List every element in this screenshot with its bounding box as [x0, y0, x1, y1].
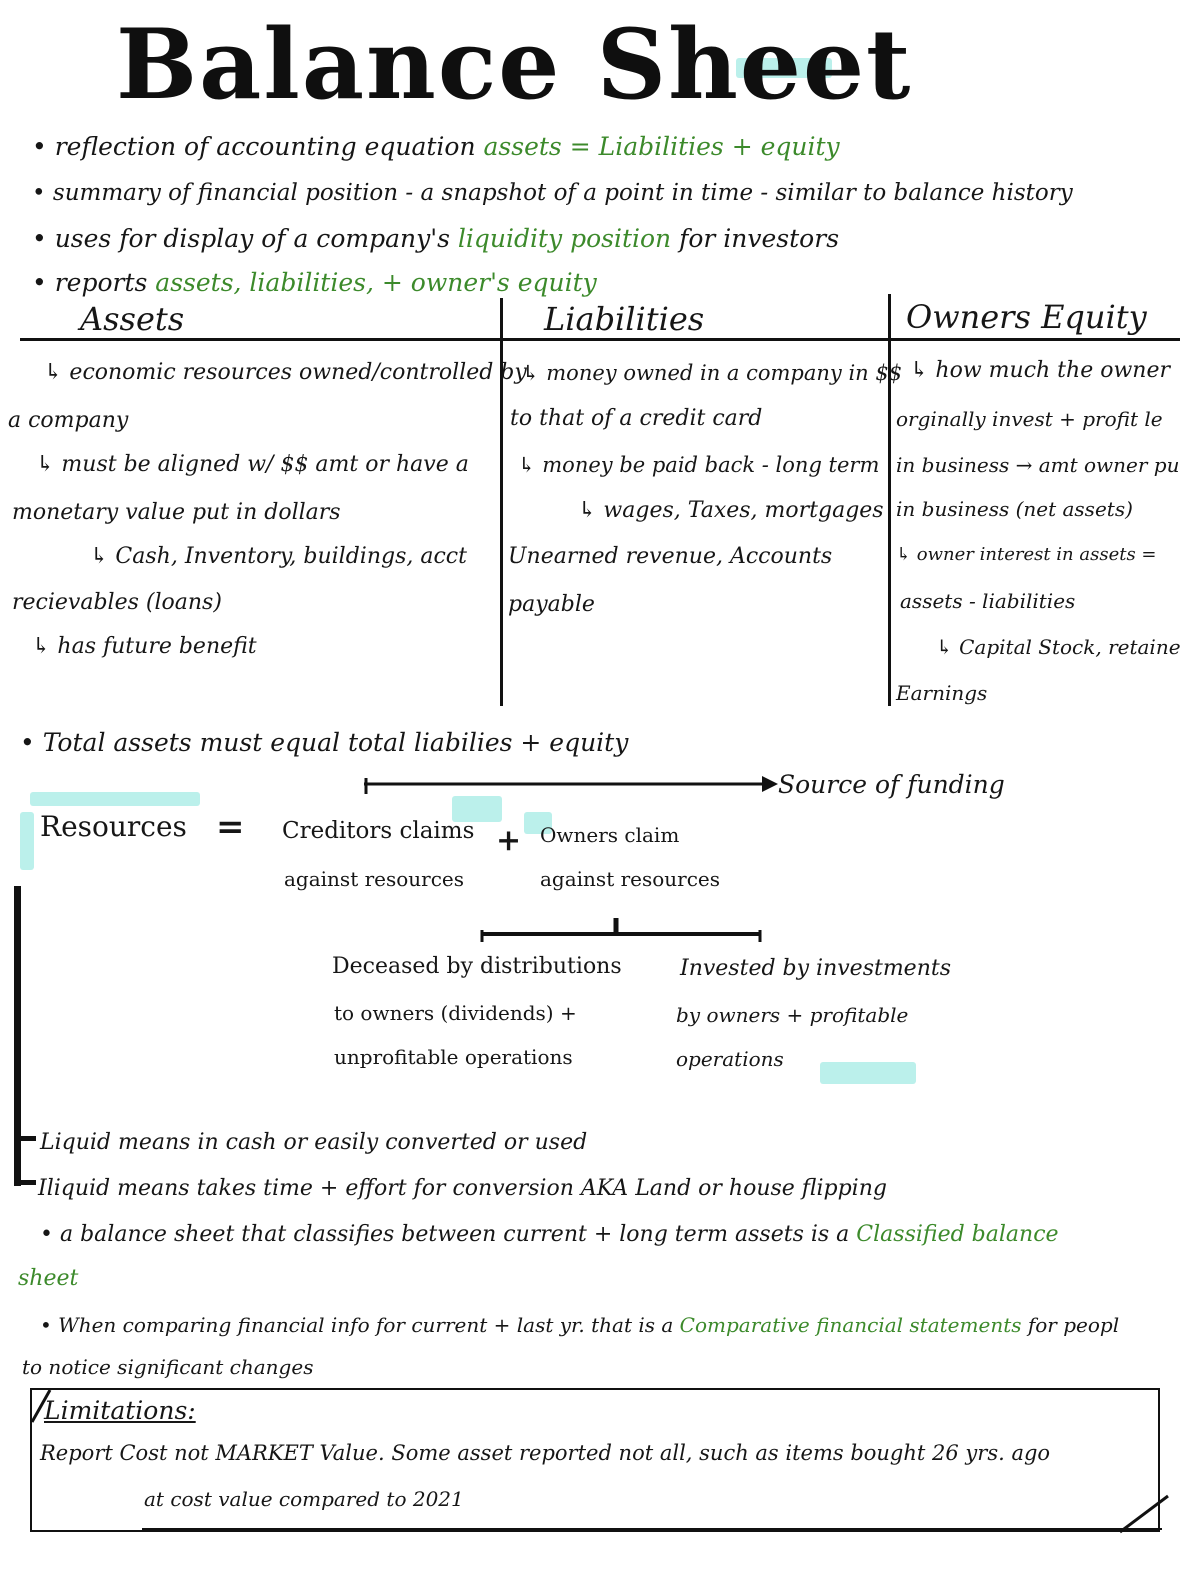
- bullet-highlight: assets, liabilities, + owner's equity: [155, 268, 597, 297]
- liabilities-line: ↳ money be paid back - long term: [518, 453, 880, 477]
- decreased-line: Deceased by distributions: [332, 954, 622, 979]
- highlighter-mark: [452, 796, 502, 822]
- intro-bullet: • reflection of accounting equation asse…: [32, 132, 840, 161]
- funding-label: Source of funding: [778, 770, 1005, 799]
- decreased-line: unprofitable operations: [334, 1045, 573, 1069]
- intro-bullet: • uses for display of a company's liquid…: [32, 224, 840, 253]
- branch-bracket: [480, 918, 762, 942]
- owners-claim: Owners claim: [540, 823, 680, 847]
- plus-sign: +: [496, 823, 522, 858]
- column-divider: [888, 294, 891, 706]
- liquid-note: Liquid means in cash or easily converted…: [40, 1130, 588, 1155]
- table-header-rule: [20, 338, 1180, 341]
- bullet-text: uses for display of a company's: [54, 224, 450, 253]
- limitations-heading: Limitations:: [44, 1396, 196, 1425]
- highlighter-mark: [20, 812, 34, 870]
- comparative-line2: to notice significant changes: [22, 1355, 314, 1379]
- bullet-text: for investors: [679, 224, 840, 253]
- liquidity-bracket-tick: [14, 1136, 36, 1141]
- assets-line: a company: [8, 408, 129, 433]
- liabilities-line: to that of a credit card: [510, 406, 763, 431]
- liabilities-line: ↳ money owned in a company in $$: [522, 361, 903, 385]
- comparative-text: When comparing financial info for curren…: [58, 1313, 674, 1337]
- page-title: Balance Sheet: [116, 8, 913, 121]
- box-corner-slash: [1119, 1494, 1169, 1534]
- column-divider: [500, 298, 503, 706]
- equity-line: Earnings: [896, 681, 988, 705]
- decreased-line: to owners (dividends) +: [334, 1001, 577, 1025]
- box-corner-slash: [30, 1389, 52, 1423]
- assets-heading: Assets: [80, 300, 185, 338]
- total-note-text: Total assets must equal total liabilies …: [42, 728, 629, 757]
- bullet-text: summary of financial position - a snapsh…: [52, 180, 1073, 206]
- equity-heading: Owners Equity: [906, 298, 1147, 336]
- creditors-claims-line2: against resources: [284, 867, 465, 891]
- highlighter-mark: [524, 812, 552, 834]
- assets-line: recievables (loans): [12, 590, 222, 615]
- creditors-claims: Creditors claims: [282, 818, 475, 844]
- comparative-text-after: for peopl: [1027, 1313, 1120, 1337]
- bullet-highlight: assets = Liabilities + equity: [483, 132, 840, 161]
- intro-bullet: • summary of financial position - a snap…: [32, 180, 1073, 206]
- assets-line: monetary value put in dollars: [12, 500, 341, 525]
- funding-arrow: [364, 776, 778, 794]
- total-note: • Total assets must equal total liabilie…: [20, 728, 629, 757]
- equity-line: ↳ Capital Stock, retaine: [936, 635, 1181, 659]
- bullet-text: reports: [54, 268, 148, 297]
- equity-line: ↳ owner interest in assets =: [896, 544, 1157, 565]
- equity-line: in business → amt owner pu: [896, 453, 1180, 477]
- equity-line: orginally invest + profit le: [896, 407, 1163, 431]
- limitations-line: Report Cost not MARKET Value. Some asset…: [40, 1441, 1051, 1465]
- increased-line: by owners + profitable: [676, 1003, 909, 1027]
- liabilities-heading: Liabilities: [544, 300, 705, 338]
- liabilities-line: payable: [508, 592, 595, 617]
- bullet-highlight: liquidity position: [457, 224, 672, 253]
- equity-line: assets - liabilities: [900, 589, 1076, 613]
- liquidity-bracket-tick: [14, 1180, 36, 1185]
- assets-line: ↳ must be aligned w/ $$ amt or have a: [36, 452, 469, 477]
- resources-label: Resources: [40, 810, 187, 843]
- illiquid-note: Iliquid means takes time + effort for co…: [38, 1176, 887, 1201]
- classified-note: • a balance sheet that classifies betwee…: [40, 1222, 1059, 1247]
- equity-line: ↳ how much the owner: [910, 358, 1170, 383]
- limitations-box: [30, 1388, 1160, 1532]
- intro-bullet: • reports assets, liabilities, + owner's…: [32, 268, 597, 297]
- equity-line: in business (net assets): [896, 497, 1133, 521]
- highlighter-mark: [736, 58, 832, 78]
- assets-line: ↳ has future benefit: [32, 634, 257, 659]
- liabilities-line: ↳ wages, Taxes, mortgages: [578, 498, 884, 523]
- comparative-note: • When comparing financial info for curr…: [40, 1313, 1120, 1337]
- highlighter-mark: [30, 792, 200, 806]
- bottom-rule: [142, 1528, 1162, 1530]
- comparative-highlight: Comparative financial statements: [679, 1313, 1022, 1337]
- equals-sign: =: [216, 807, 245, 847]
- bullet-text: reflection of accounting equation: [54, 132, 476, 161]
- limitations-line: at cost value compared to 2021: [144, 1487, 464, 1511]
- assets-line: ↳ economic resources owned/controlled by: [44, 360, 527, 385]
- assets-line: ↳ Cash, Inventory, buildings, acct: [90, 544, 467, 569]
- liquidity-bracket: [14, 886, 21, 1186]
- classified-highlight: Classified balance: [856, 1222, 1059, 1247]
- increased-line: Invested by investments: [680, 956, 952, 981]
- increased-line: operations: [676, 1047, 784, 1071]
- classified-highlight-line2: sheet: [18, 1266, 79, 1291]
- owners-claim-line2: against resources: [540, 867, 721, 891]
- highlighter-mark: [820, 1062, 916, 1084]
- liabilities-line: Unearned revenue, Accounts: [508, 544, 833, 569]
- classified-text: a balance sheet that classifies between …: [59, 1222, 850, 1247]
